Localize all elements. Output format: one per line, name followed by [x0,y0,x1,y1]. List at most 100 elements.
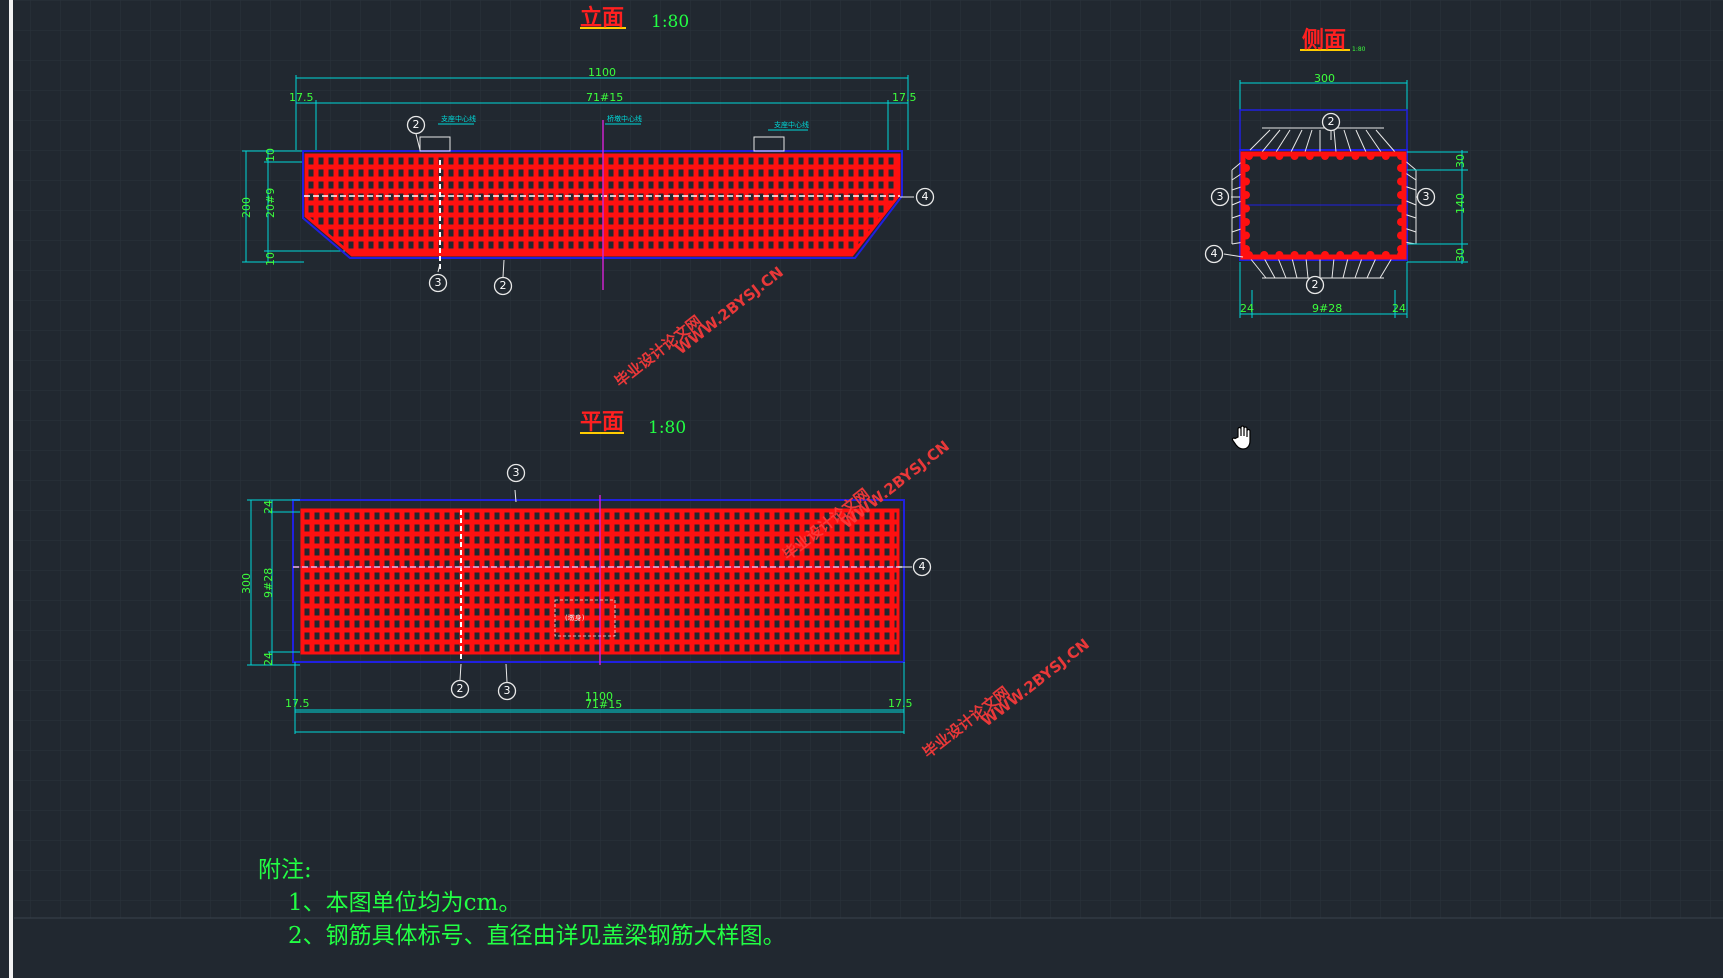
rebar-marker-circle [506,463,526,483]
side-title: 侧面 [1302,27,1347,53]
elevation-view [242,75,914,290]
rebar-dot [1275,251,1284,259]
rebar-dot [1381,152,1390,160]
rebar-dot [1397,191,1405,199]
rebar-marker-number: 4 [918,560,926,573]
rebar-dot [1242,245,1250,253]
elev-dim-total: 1100 [588,66,616,79]
elev-dim-height-total: 200 [240,197,253,218]
rebar-dot [1260,152,1269,160]
rebar-marker-number: 4 [1210,247,1218,260]
rebar-dot [1397,231,1405,240]
elev-dim-right-end: 17.5 [892,91,917,104]
rebar-dot [1397,177,1405,186]
side-dim-height-bottom: 30 [1454,248,1467,262]
side-dim-right: 24 [1392,302,1406,315]
side-dim-width: 300 [1314,72,1335,85]
rebar-dot [1397,218,1405,226]
rebar-marker-circle [1204,244,1224,264]
rebar-dot [1275,152,1284,160]
elev-label-center: 桥墩中心线 [607,115,642,123]
rebar-dot [1366,251,1375,259]
rebar-marker-circle [1305,275,1325,295]
rebar-dot [1245,251,1253,259]
rebar-dot [1397,204,1405,213]
elevation-title: 立面 [580,5,625,31]
plan-dim-middle: 71#15 [585,698,623,711]
rebar-dot [1397,245,1405,253]
rebar-dot [1321,251,1329,259]
rebar-dot [1336,251,1345,259]
elev-dim-height-top: 10 [264,148,277,162]
plan-dim-width-mid: 9#28 [262,567,275,598]
rebar-dot [1242,164,1250,172]
rebar-marker-number: 2 [499,279,507,292]
rebar-marker-number: 3 [1422,190,1430,203]
rebar-dot [1397,251,1405,259]
side-dim-middle: 9#28 [1312,302,1343,315]
rebar-dot [1242,218,1250,226]
rebar-dot [1366,152,1375,160]
rebar-dot [1242,191,1250,199]
elev-label-left-bearing: 支座中心线 [441,115,476,123]
notes-line-1: 1、本图单位均为cm。 [288,890,522,916]
side-dim-left: 24 [1240,302,1254,315]
plan-dim-width-bottom: 24 [262,652,275,666]
rebar-marker-circle [1321,112,1341,132]
side-scale: 1:80 [1352,46,1366,53]
rebar-dot [1305,251,1314,259]
rebar-dot [1290,251,1299,259]
rebar-marker-number: 2 [1327,115,1335,128]
rebar-marker-circle [912,557,932,577]
rebar-marker-number: 2 [456,682,464,695]
notes-line-2: 2、钢筋具体标号、直径由详见盖梁钢筋大样图。 [288,923,786,949]
plan-inner-label: (墩身) [565,614,585,622]
rebar-marker-number: 4 [921,190,929,203]
plan-dim-width-top: 24 [262,500,275,514]
rebar-dot [1305,152,1314,160]
elev-dim-height-bottom: 10 [264,252,277,266]
elev-dim-height-mid: 20#9 [264,187,277,218]
rebar-marker-circle [406,115,426,135]
rebar-dot [1242,204,1250,213]
rebar-dot [1381,251,1390,259]
rebar-marker-circle [1416,187,1436,207]
elev-label-right-bearing: 支座中心线 [774,121,809,129]
rebar-dot [1397,152,1405,160]
rebar-marker-circle [428,273,448,293]
rebar-marker-number: 2 [1311,278,1319,291]
rebar-dot [1351,251,1360,259]
rebar-marker-number: 2 [412,118,420,131]
plan-title: 平面 [580,409,625,435]
rebar-marker-circle [1210,187,1230,207]
elev-dim-left-end: 17.5 [289,91,314,104]
rebar-dot [1321,152,1329,160]
rebar-dot [1290,152,1299,160]
rebar-dot [1242,231,1250,240]
side-view [1223,80,1468,318]
plan-dim-width-total: 300 [240,573,253,594]
plan-dim-total: 1100 [585,690,613,703]
plan-scale: 1:80 [648,418,687,438]
rebar-dot [1260,251,1269,259]
hand-pan-icon [1231,425,1255,455]
rebar-marker-circle [497,681,517,701]
rebar-dot [1351,152,1360,160]
side-dim-height-top: 30 [1454,154,1467,168]
rebar-dot [1397,164,1405,172]
notes-heading: 附注: [258,857,312,883]
side-dim-height-mid: 140 [1454,193,1467,214]
rebar-marker-number: 3 [512,466,520,479]
elev-dim-middle: 71#15 [586,91,624,104]
rebar-marker-circle [450,679,470,699]
rebar-marker-number: 3 [1216,190,1224,203]
rebar-dot [1336,152,1345,160]
elevation-scale: 1:80 [651,12,690,32]
rebar-dot [1242,177,1250,186]
rebar-dot [1245,152,1253,160]
rebar-marker-circle [493,276,513,296]
plan-view [247,489,912,734]
rebar-marker-number: 3 [434,276,442,289]
rebar-marker-circle [915,187,935,207]
